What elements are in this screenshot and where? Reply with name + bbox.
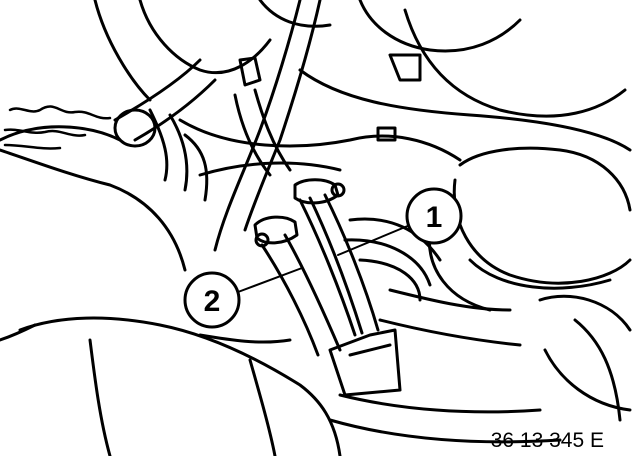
leader-line-2 [237,267,303,293]
background-contours [0,0,632,444]
hose-assembly [253,178,402,397]
figure-code: 36 13 345 E [491,429,604,452]
upper-hose [113,58,217,202]
leader-line-1 [337,224,411,256]
round-housing [427,146,632,312]
callout-1-label: 1 [426,201,443,234]
callout-2-label: 2 [204,285,221,318]
middle-pipe [213,0,322,252]
left-wiring [3,105,112,150]
callout-2: 2 [183,271,241,329]
lower-panel [0,316,342,456]
callout-1: 1 [405,187,463,245]
